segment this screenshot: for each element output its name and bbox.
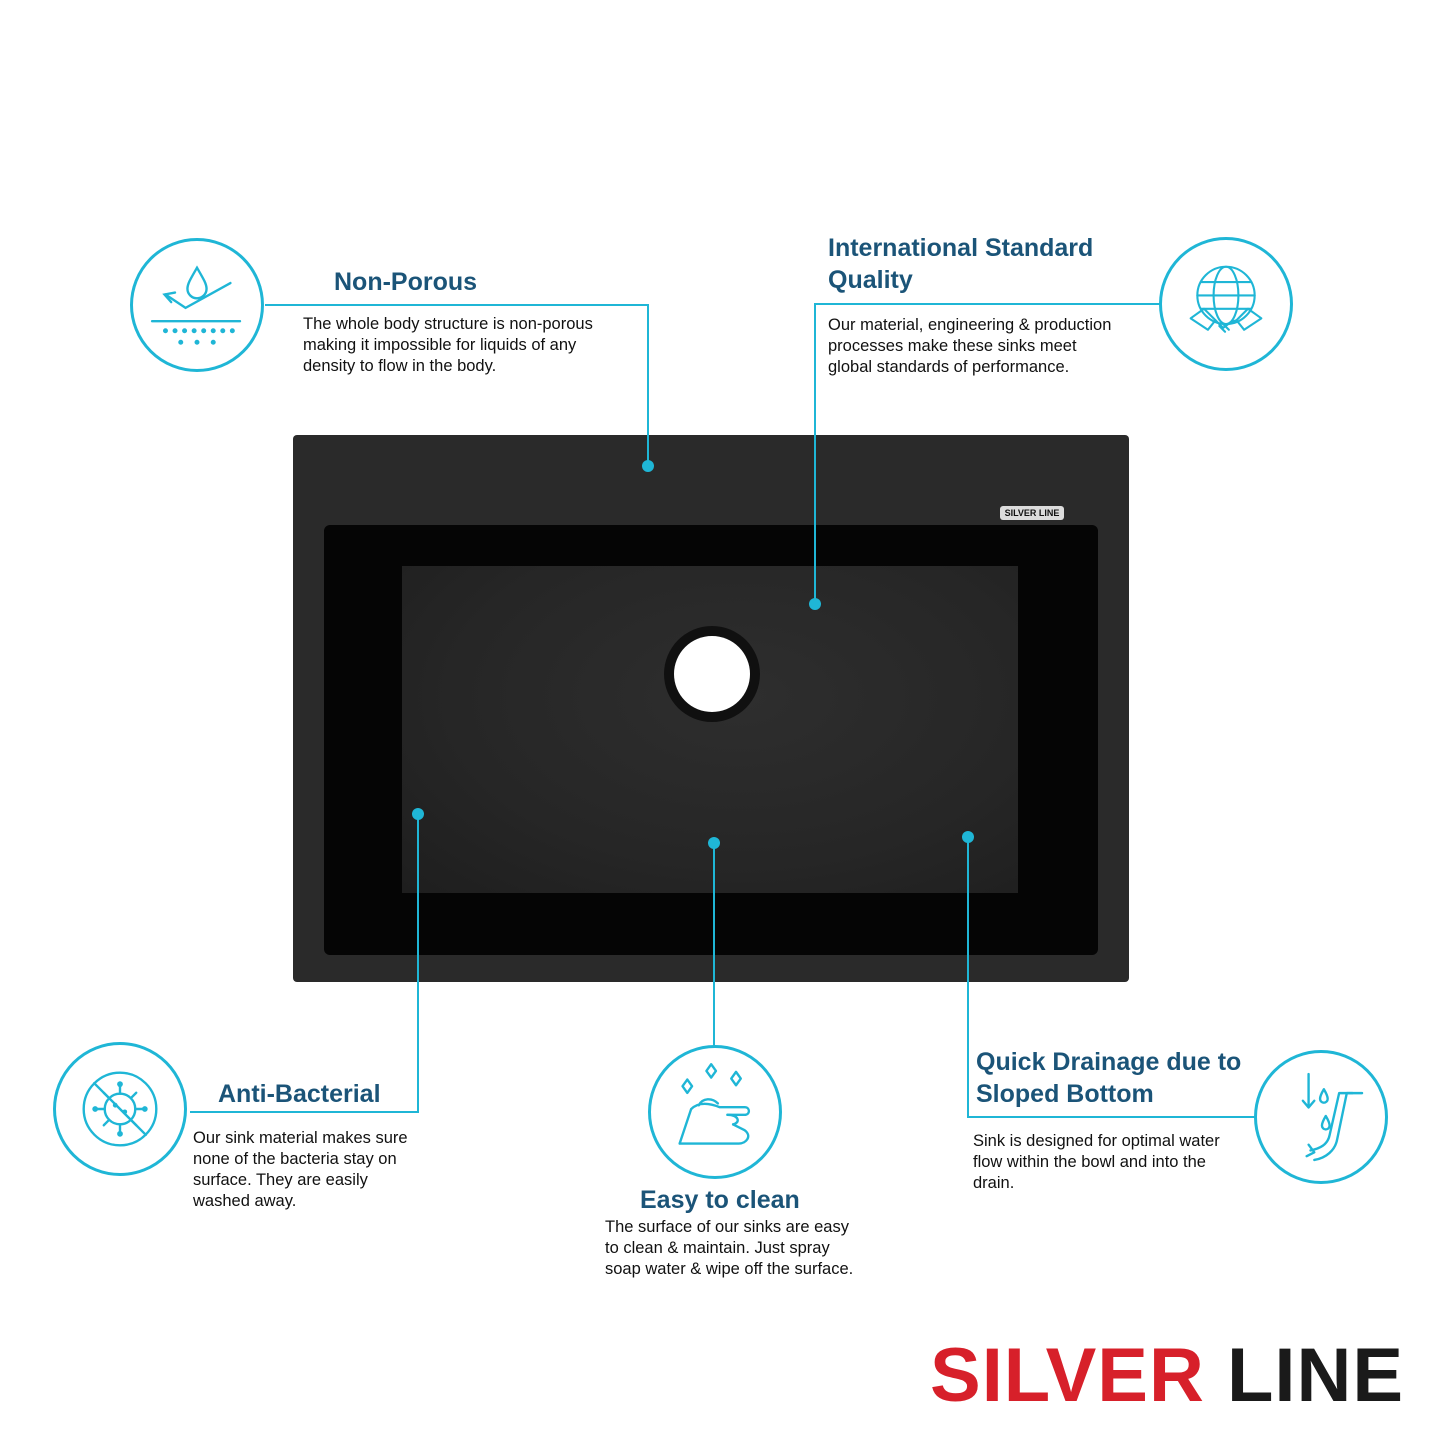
sink-rim [324, 525, 1098, 955]
sink-badge: SILVER LINE [1000, 506, 1064, 520]
sloped-drain-icon [1254, 1050, 1388, 1184]
feature-title-anti-bacterial: Anti-Bacterial [218, 1080, 381, 1108]
title-line: International Standard [828, 234, 1094, 262]
desc-line: drain. [973, 1174, 1015, 1192]
sink-image: SILVER LINE [293, 435, 1129, 982]
globe-handshake-icon [1159, 237, 1293, 371]
feature-title-international: International Standard Quality [828, 232, 1093, 296]
desc-line: soap water & wipe off the surface. [605, 1260, 854, 1278]
no-bacteria-icon [53, 1042, 187, 1176]
feature-desc-non-porous: The whole body structure is non-porous m… [303, 314, 593, 377]
feature-title-quick-drainage: Quick Drainage due to Sloped Bottom [976, 1046, 1241, 1110]
desc-line: processes make these sinks meet [828, 337, 1077, 355]
brand-logo-part2: LINE [1226, 1333, 1405, 1418]
desc-line: to clean & maintain. Just spray [605, 1239, 830, 1257]
desc-line: washed away. [193, 1192, 297, 1210]
desc-line: Our sink material makes sure [193, 1129, 408, 1147]
desc-line: Our material, engineering & production [828, 316, 1112, 334]
desc-line: making it impossible for liquids of any [303, 336, 577, 354]
feature-desc-anti-bacterial: Our sink material makes sure none of the… [193, 1128, 408, 1212]
desc-line: The surface of our sinks are easy [605, 1218, 849, 1236]
feature-title-easy-clean: Easy to clean [640, 1186, 800, 1214]
sink-bowl [402, 566, 1018, 893]
title-line: Quality [828, 266, 913, 294]
desc-line: density to flow in the body. [303, 357, 497, 375]
desc-line: surface. They are easily [193, 1171, 368, 1189]
desc-line: flow within the bowl and into the [973, 1153, 1206, 1171]
water-drop-surface-icon [130, 238, 264, 372]
desc-line: none of the bacteria stay on [193, 1150, 397, 1168]
desc-line: global standards of performance. [828, 358, 1070, 376]
brand-logo-part1: SILVER [930, 1333, 1205, 1418]
feature-title-non-porous: Non-Porous [334, 268, 478, 296]
desc-line: Sink is designed for optimal water [973, 1132, 1220, 1150]
desc-line: The whole body structure is non-porous [303, 315, 593, 333]
title-line: Sloped Bottom [976, 1080, 1154, 1108]
feature-desc-international: Our material, engineering & production p… [828, 315, 1111, 378]
title-line: Quick Drainage due to [976, 1048, 1242, 1076]
feature-desc-easy-clean: The surface of our sinks are easy to cle… [605, 1217, 853, 1280]
hand-wipe-icon [648, 1045, 782, 1179]
drain-hole [674, 636, 750, 712]
feature-desc-quick-drainage: Sink is designed for optimal water flow … [973, 1131, 1220, 1194]
brand-logo: SILVER LINE [930, 1338, 1404, 1414]
drain-icon [664, 626, 760, 722]
